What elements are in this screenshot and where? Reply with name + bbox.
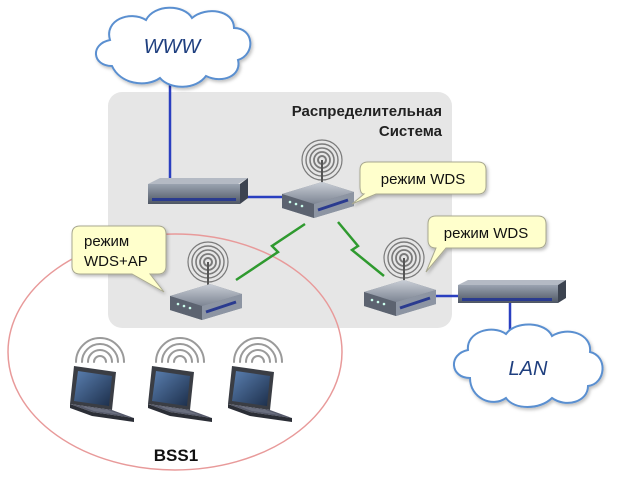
callout-wds-center-text: режим WDS [381, 171, 465, 188]
callout-wds-ap [71, 225, 167, 293]
wireless-signal-icon [75, 337, 125, 363]
cloud-icon [453, 323, 604, 408]
lan-switch [458, 280, 566, 303]
wireless-signal-icon [155, 337, 205, 363]
laptop-2 [148, 337, 212, 422]
laptop-icon [148, 366, 212, 422]
laptop-3 [228, 337, 292, 422]
cloud-icon [95, 6, 252, 88]
www-cloud [95, 6, 252, 88]
center-access-point [280, 139, 356, 220]
bss-boundary [7, 233, 343, 471]
ds-switch [148, 178, 248, 204]
callout-wds-center [351, 161, 487, 205]
wireless-link-center-right [337, 221, 385, 277]
callout-wds-ap-line1: режим [84, 233, 129, 250]
right-access-point [362, 237, 438, 318]
distribution-system-label-line1: Распределительная [292, 103, 442, 120]
left-access-point [168, 241, 244, 322]
bss-label: BSS1 [154, 446, 198, 465]
distribution-system-label-line2: Система [379, 123, 443, 140]
switch-icon [148, 178, 248, 204]
switch-icon [458, 280, 566, 303]
laptop-1 [70, 337, 134, 422]
wireless-link-center-left [235, 222, 306, 282]
lan-cloud [453, 323, 604, 408]
laptop-icon [228, 366, 292, 422]
www-label: WWW [144, 36, 203, 58]
wireless-signal-icon [233, 337, 283, 363]
callout-wds-right [425, 215, 547, 273]
callout-wds-ap-line2: WDS+AP [84, 253, 148, 270]
laptop-icon [70, 366, 134, 422]
callout-wds-right-text: режим WDS [444, 225, 528, 242]
lan-label: LAN [509, 358, 548, 380]
